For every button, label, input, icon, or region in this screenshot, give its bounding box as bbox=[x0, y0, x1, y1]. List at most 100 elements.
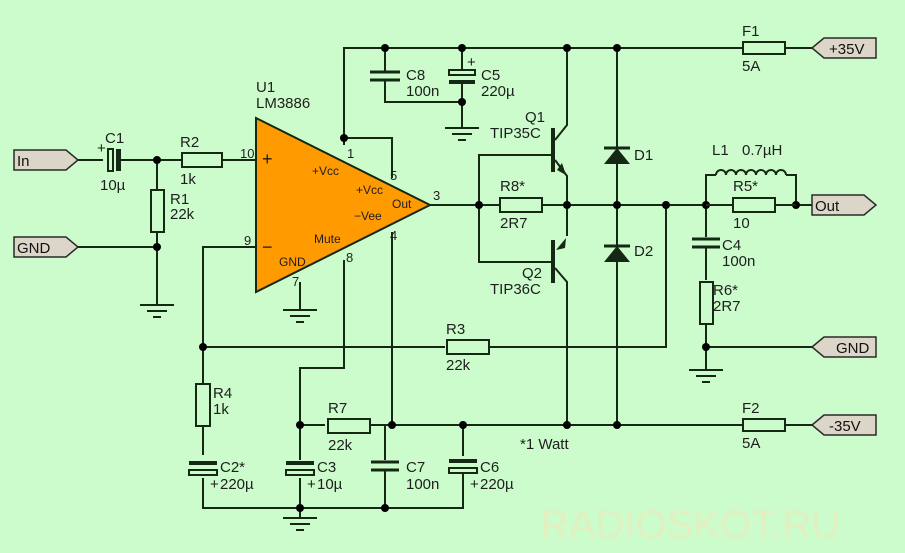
port-vpos-label: +35V bbox=[829, 41, 864, 58]
c1-plus: + bbox=[97, 140, 106, 157]
r3-value: 22k bbox=[446, 357, 471, 374]
r8-ref: R8* bbox=[500, 178, 525, 195]
resistor-r3: R3 22k bbox=[446, 321, 490, 374]
ic-gnd: GND bbox=[279, 255, 306, 269]
r5-ref: R5* bbox=[733, 178, 758, 195]
ground-icon-input bbox=[140, 304, 174, 318]
c6-plus: + bbox=[470, 476, 479, 493]
port-vneg-label: -35V bbox=[829, 418, 861, 435]
port-in-label: In bbox=[17, 153, 30, 170]
inductor-l1: L1 0.7µH bbox=[712, 142, 787, 176]
capacitor-c2: C2* + 220µ bbox=[188, 459, 254, 493]
d2-ref: D2 bbox=[634, 243, 653, 260]
diode-d1: D1 bbox=[604, 146, 653, 164]
resistor-r5: R5* 10 bbox=[706, 178, 796, 232]
c1-value: 10µ bbox=[100, 177, 126, 194]
wires bbox=[78, 47, 812, 518]
port-vpos[interactable]: +35V bbox=[810, 37, 877, 59]
l1-value: 0.7µH bbox=[742, 142, 782, 159]
capacitor-c6: C6 + 220µ bbox=[448, 459, 514, 508]
port-vneg[interactable]: -35V bbox=[810, 414, 877, 436]
capacitor-c1: + C1 10µ bbox=[97, 130, 126, 194]
port-out-label: Out bbox=[815, 198, 840, 215]
fuse-f1: F1 5A bbox=[742, 23, 786, 75]
r3-ref: R3 bbox=[446, 321, 465, 338]
c5-plus: + bbox=[467, 54, 476, 71]
c2-ref: C2* bbox=[220, 459, 245, 476]
c7-ref: C7 bbox=[406, 459, 425, 476]
r6-ref: R6* bbox=[713, 282, 738, 299]
pin-4: 4 bbox=[390, 228, 397, 243]
c6-ref: C6 bbox=[480, 459, 499, 476]
note-1-watt: *1 Watt bbox=[520, 436, 569, 453]
c1-ref: C1 bbox=[105, 130, 124, 147]
pin-9: 9 bbox=[244, 233, 251, 248]
c2-value: 220µ bbox=[220, 476, 254, 493]
capacitor-c8: C8 100n bbox=[370, 67, 439, 100]
r7-ref: R7 bbox=[328, 400, 347, 417]
capacitor-c7: C7 100n bbox=[371, 459, 439, 493]
pin-1: 1 bbox=[347, 146, 354, 161]
r6-value: 2R7 bbox=[713, 298, 741, 315]
ic-plus: + bbox=[262, 149, 273, 169]
r2-value: 1k bbox=[180, 171, 196, 188]
r2-ref: R2 bbox=[180, 134, 199, 151]
ic-part: LM3886 bbox=[256, 95, 310, 112]
resistor-r1: R1 22k bbox=[150, 189, 195, 233]
ground-icon-bottom bbox=[283, 517, 317, 531]
pin-8: 8 bbox=[346, 250, 353, 265]
q1-value: TIP35C bbox=[490, 125, 541, 142]
ground-icon-output bbox=[689, 369, 723, 383]
c3-plus: + bbox=[307, 476, 316, 493]
port-gnd-out[interactable]: GND bbox=[810, 336, 877, 358]
port-out[interactable]: Out bbox=[811, 194, 878, 216]
r4-ref: R4 bbox=[213, 385, 232, 402]
ground-icon-pin7 bbox=[283, 309, 317, 323]
diode-d2: D2 bbox=[604, 243, 653, 262]
resistor-r2: R2 1k bbox=[180, 134, 223, 188]
resistor-r7: R7 22k bbox=[327, 400, 371, 454]
c6-value: 220µ bbox=[480, 476, 514, 493]
capacitor-c3: C3 + 10µ bbox=[285, 459, 343, 493]
port-in[interactable]: In bbox=[13, 149, 80, 171]
resistor-r8: R8* 2R7 bbox=[499, 178, 543, 232]
junctions bbox=[153, 44, 800, 512]
capacitor-c5: + C5 220µ bbox=[448, 54, 515, 100]
resistor-r4: R4 1k bbox=[195, 383, 232, 427]
q1-ref: Q1 bbox=[525, 109, 545, 126]
r4-value: 1k bbox=[213, 401, 229, 418]
f2-ref: F2 bbox=[742, 400, 760, 417]
pin-10: 10 bbox=[240, 146, 254, 161]
q2-value: TIP36C bbox=[490, 281, 541, 298]
pin-7: 7 bbox=[292, 274, 299, 289]
ic-vcc2: +Vcc bbox=[356, 183, 383, 197]
r5-value: 10 bbox=[733, 215, 750, 232]
q2-ref: Q2 bbox=[522, 265, 542, 282]
resistor-r6: R6* 2R7 bbox=[699, 281, 741, 325]
port-gnd-in[interactable]: GND bbox=[13, 236, 80, 258]
f1-ref: F1 bbox=[742, 23, 760, 40]
f2-value: 5A bbox=[742, 435, 760, 452]
c2-plus: + bbox=[210, 476, 219, 493]
c8-ref: C8 bbox=[406, 67, 425, 84]
ic-ref: U1 bbox=[256, 79, 275, 96]
d1-ref: D1 bbox=[634, 147, 653, 164]
r8-value: 2R7 bbox=[500, 215, 528, 232]
port-gnd-in-label: GND bbox=[17, 240, 51, 257]
port-gnd-out-label: GND bbox=[836, 340, 870, 357]
ic-out: Out bbox=[392, 197, 412, 211]
r1-value: 22k bbox=[170, 206, 195, 223]
pin-3: 3 bbox=[433, 188, 440, 203]
c7-value: 100n bbox=[406, 476, 439, 493]
pin-5: 5 bbox=[390, 168, 397, 183]
c4-value: 100n bbox=[722, 253, 755, 270]
r7-value: 22k bbox=[328, 437, 353, 454]
c4-ref: C4 bbox=[722, 237, 741, 254]
watermark: RADIOSKOT.RU bbox=[540, 503, 840, 547]
c5-ref: C5 bbox=[481, 67, 500, 84]
r1-ref: R1 bbox=[170, 191, 189, 208]
c3-ref: C3 bbox=[317, 459, 336, 476]
capacitor-c4: C4 100n bbox=[692, 237, 755, 270]
fuse-f2: F2 5A bbox=[742, 400, 786, 452]
